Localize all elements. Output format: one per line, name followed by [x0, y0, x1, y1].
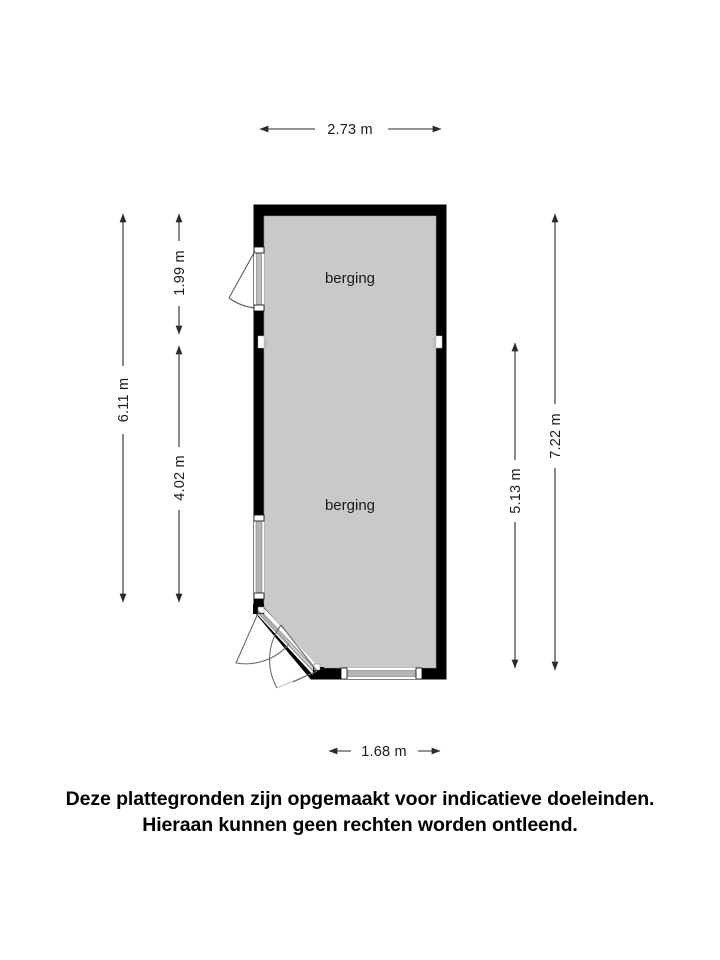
room-labels: berging berging: [325, 270, 375, 514]
window-left-lower-glass: [255, 517, 263, 597]
dimension-bottom: 1.68 m: [328, 744, 441, 760]
dimension-left-outer-label: 6.11 m: [116, 378, 132, 422]
dimension-right-outer: 7.22 m: [548, 213, 564, 671]
double-door-jamb-lower: [313, 667, 324, 678]
window-bottom-jamb-right: [415, 667, 423, 680]
double-door-leaf-a-chord: [258, 610, 290, 645]
dimension-left-outer: 6.11 m: [116, 213, 132, 603]
dimension-right-inner: 5.13 m: [508, 342, 524, 669]
double-door-leaf-b-arc: [269, 624, 282, 689]
door-left-upper-leaf-panel: [256, 248, 262, 310]
disclaimer-line-1: Deze plattegronden zijn opgemaakt voor i…: [65, 788, 655, 810]
divider-notch-right: [435, 335, 443, 349]
double-door-leaf-a-arc: [235, 643, 290, 665]
dimension-top: 2.73 m: [259, 122, 442, 138]
window-bottom-glass: [343, 670, 420, 677]
door-left-upper: [228, 246, 265, 312]
room-label-berging-top: berging: [325, 270, 375, 287]
double-door-leaf-b-chord: [276, 670, 318, 689]
window-left-lower-jamb-top: [253, 514, 265, 522]
window-bottom-jamb-left: [340, 667, 348, 680]
door-left-upper-jamb-bottom: [253, 304, 265, 312]
door-left-upper-leaf: [228, 250, 256, 299]
double-door-leaf-b-open: [280, 624, 318, 672]
double-door-diagonal: [235, 604, 324, 689]
interior-floor-area: [264, 216, 436, 668]
disclaimer-line-2: Hieraan kunnen geen rechten worden ontle…: [142, 814, 578, 836]
interior-wall-ticks: [265, 338, 435, 348]
dimension-left-inner-bottom: 4.02 m: [172, 345, 188, 603]
disclaimer-block: Deze plattegronden zijn opgemaakt voor i…: [0, 786, 720, 838]
dimension-left-inner-top-label: 1.99 m: [172, 250, 188, 296]
door-left-upper-jamb-top: [253, 246, 265, 254]
divider-notch-left: [257, 335, 265, 349]
door-left-upper-swing-arc: [228, 297, 256, 309]
double-door-leaf-a: [235, 610, 260, 664]
dimension-right-inner-label: 5.13 m: [508, 468, 524, 514]
dimension-bottom-label: 1.68 m: [361, 744, 407, 760]
window-left-lower: [253, 514, 265, 600]
dimension-top-label: 2.73 m: [327, 122, 373, 138]
dimension-left-inner-top: 1.99 m: [172, 213, 188, 335]
dimension-right-outer-label: 7.22 m: [548, 413, 564, 459]
room-divider-markers: [257, 335, 443, 349]
dimension-left-inner-bottom-label: 4.02 m: [172, 455, 188, 501]
window-bottom: [340, 667, 423, 680]
window-left-lower-jamb-bottom: [253, 592, 265, 600]
room-label-berging-bottom: berging: [325, 497, 375, 514]
